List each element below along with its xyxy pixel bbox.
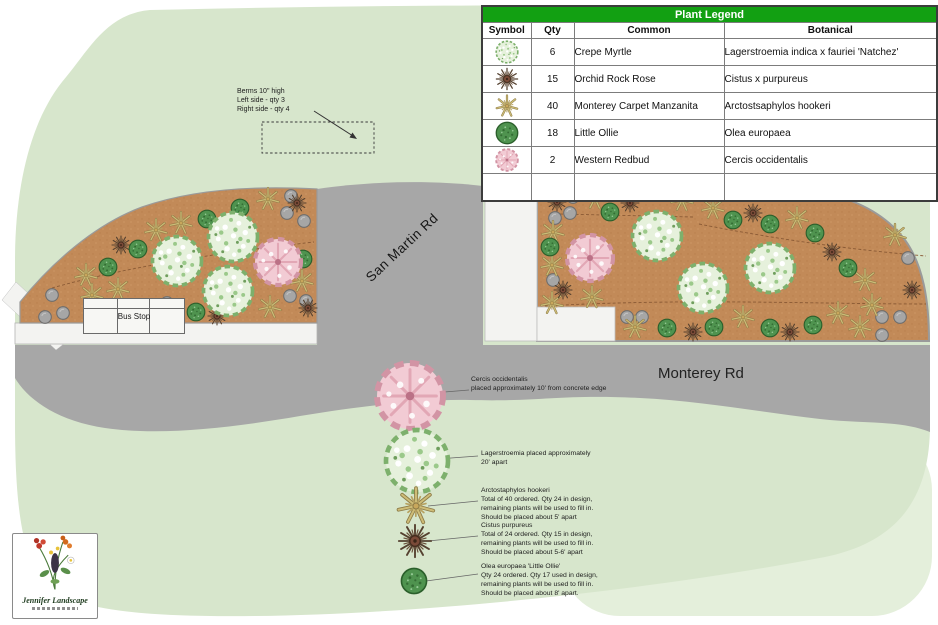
legend-botanical: Arctostsaphylos hookeri: [723, 92, 938, 120]
legend-col-qty: Qty: [530, 22, 575, 39]
bus-stop-label: Bus Stop: [117, 312, 151, 321]
callout-text-cercis: Cercis occidentalis placed approximately…: [471, 376, 607, 392]
legend-common: Little Ollie: [573, 119, 725, 147]
bus-stop: Bus Stop: [83, 298, 185, 334]
callout-text-cistus: Cistus purpureus Total of 24 ordered. Qt…: [481, 522, 594, 556]
little-ollie-symbol: [803, 315, 823, 335]
legend-col-common: Common: [573, 22, 725, 39]
little-ollie-symbol: [540, 237, 560, 257]
little-ollie-symbol: [657, 318, 677, 338]
crepe-myrtle-symbol: [150, 234, 204, 288]
rock-symbol: [893, 310, 907, 324]
legend-qty: 6: [530, 38, 575, 66]
little-ollie-symbol: [98, 257, 118, 277]
legend-header-row: Symbol Qty Common Botanical: [481, 22, 938, 39]
legend-common: Orchid Rock Rose: [573, 65, 725, 93]
logo-name: Jennifer Landscape: [22, 596, 88, 605]
rock-symbol: [901, 251, 915, 265]
rock-symbol: [56, 306, 70, 320]
rock-symbol: [548, 211, 562, 225]
crepe-myrtle-symbol: [676, 261, 730, 315]
crepe-myrtle-symbol: [630, 209, 684, 263]
rock-symbol: [45, 288, 59, 302]
san-martin-road: [317, 182, 483, 346]
legend-symbol-cell: [481, 65, 532, 93]
legend-col-botanical: Botanical: [723, 22, 938, 39]
logo-flower-illustration: [33, 535, 75, 590]
legend-botanical: Olea europaea: [723, 119, 938, 147]
legend-qty: 2: [530, 146, 575, 174]
legend-botanical: Lagerstroemia indica x fauriei 'Natchez': [723, 38, 938, 66]
legend-symbol-cell: [481, 119, 532, 147]
little-ollie-symbol: [805, 223, 825, 243]
crepe-myrtle-symbol: [206, 210, 260, 264]
berms-note: Berms 10" high Left side - qty 3 Right s…: [237, 88, 290, 114]
little-ollie-symbol: [760, 214, 780, 234]
plant-legend-table: Plant Legend Symbol Qty Common Botanical…: [481, 5, 938, 202]
legend-botanical: Cercis occidentalis: [723, 146, 938, 174]
little-ollie-symbol: [723, 210, 743, 230]
berm-arrow: [313, 110, 357, 139]
crepe-myrtle-icon: [495, 40, 519, 64]
legend-common: Western Redbud: [573, 146, 725, 174]
rock-symbol: [875, 310, 889, 324]
rock-symbol: [38, 310, 52, 324]
berm-outline: [261, 121, 375, 154]
little-ollie-symbol: [400, 567, 428, 595]
rock-symbol: [875, 328, 889, 342]
rock-symbol: [280, 206, 294, 220]
callout-text-olea: Olea europaea 'Little Ollie' Qty 24 orde…: [481, 563, 598, 597]
little-ollie-symbol: [128, 239, 148, 259]
little-ollie-symbol: [838, 258, 858, 278]
legend-qty: 18: [530, 119, 575, 147]
crepe-myrtle-symbol: [201, 264, 255, 318]
western-redbud-symbol: [255, 239, 301, 285]
legend-col-symbol: Symbol: [481, 22, 532, 39]
orchid-rock-rose-icon: [495, 67, 519, 91]
little-ollie-symbol: [760, 318, 780, 338]
legend-symbol-cell: [481, 92, 532, 120]
little-ollie-icon: [495, 121, 519, 145]
little-ollie-symbol: [186, 302, 206, 322]
legend-common: Monterey Carpet Manzanita: [573, 92, 725, 120]
corner-sidewalk-notch: [536, 306, 616, 342]
rock-symbol: [283, 289, 297, 303]
crepe-myrtle-symbol: [743, 241, 797, 295]
corner-sidewalk-vertical: [484, 187, 538, 342]
legend-common: Crepe Myrtle: [573, 38, 725, 66]
rock-symbol: [563, 206, 577, 220]
western-redbud-symbol: [567, 235, 613, 281]
logo-tagline-smudge: [32, 607, 78, 610]
legend-qty: 40: [530, 92, 575, 120]
western-redbud-symbol: [377, 363, 443, 429]
legend-symbol-cell: [481, 38, 532, 66]
rock-symbol: [297, 214, 311, 228]
western-redbud-icon: [494, 148, 519, 172]
legend-botanical: Cistus x purpureus: [723, 65, 938, 93]
legend-qty: 15: [530, 65, 575, 93]
callout-text-arctostaphylos: Arctostaphylos hookeri Total of 40 order…: [481, 487, 594, 521]
crepe-myrtle-symbol: [386, 430, 448, 492]
callout-text-lagerstroemia: Lagerstroemia placed approximately 20' a…: [481, 450, 591, 466]
legend-symbol-cell: [481, 146, 532, 174]
little-ollie-symbol: [704, 317, 724, 337]
manzanita-icon: [495, 94, 518, 117]
monterey-road: [15, 345, 930, 432]
legend-title: Plant Legend: [481, 5, 938, 23]
monterey-road-label: Monterey Rd: [658, 365, 744, 382]
legend-empty-row: [481, 173, 938, 202]
logo-box: Jennifer Landscape: [12, 533, 98, 619]
little-ollie-symbol: [600, 202, 620, 222]
